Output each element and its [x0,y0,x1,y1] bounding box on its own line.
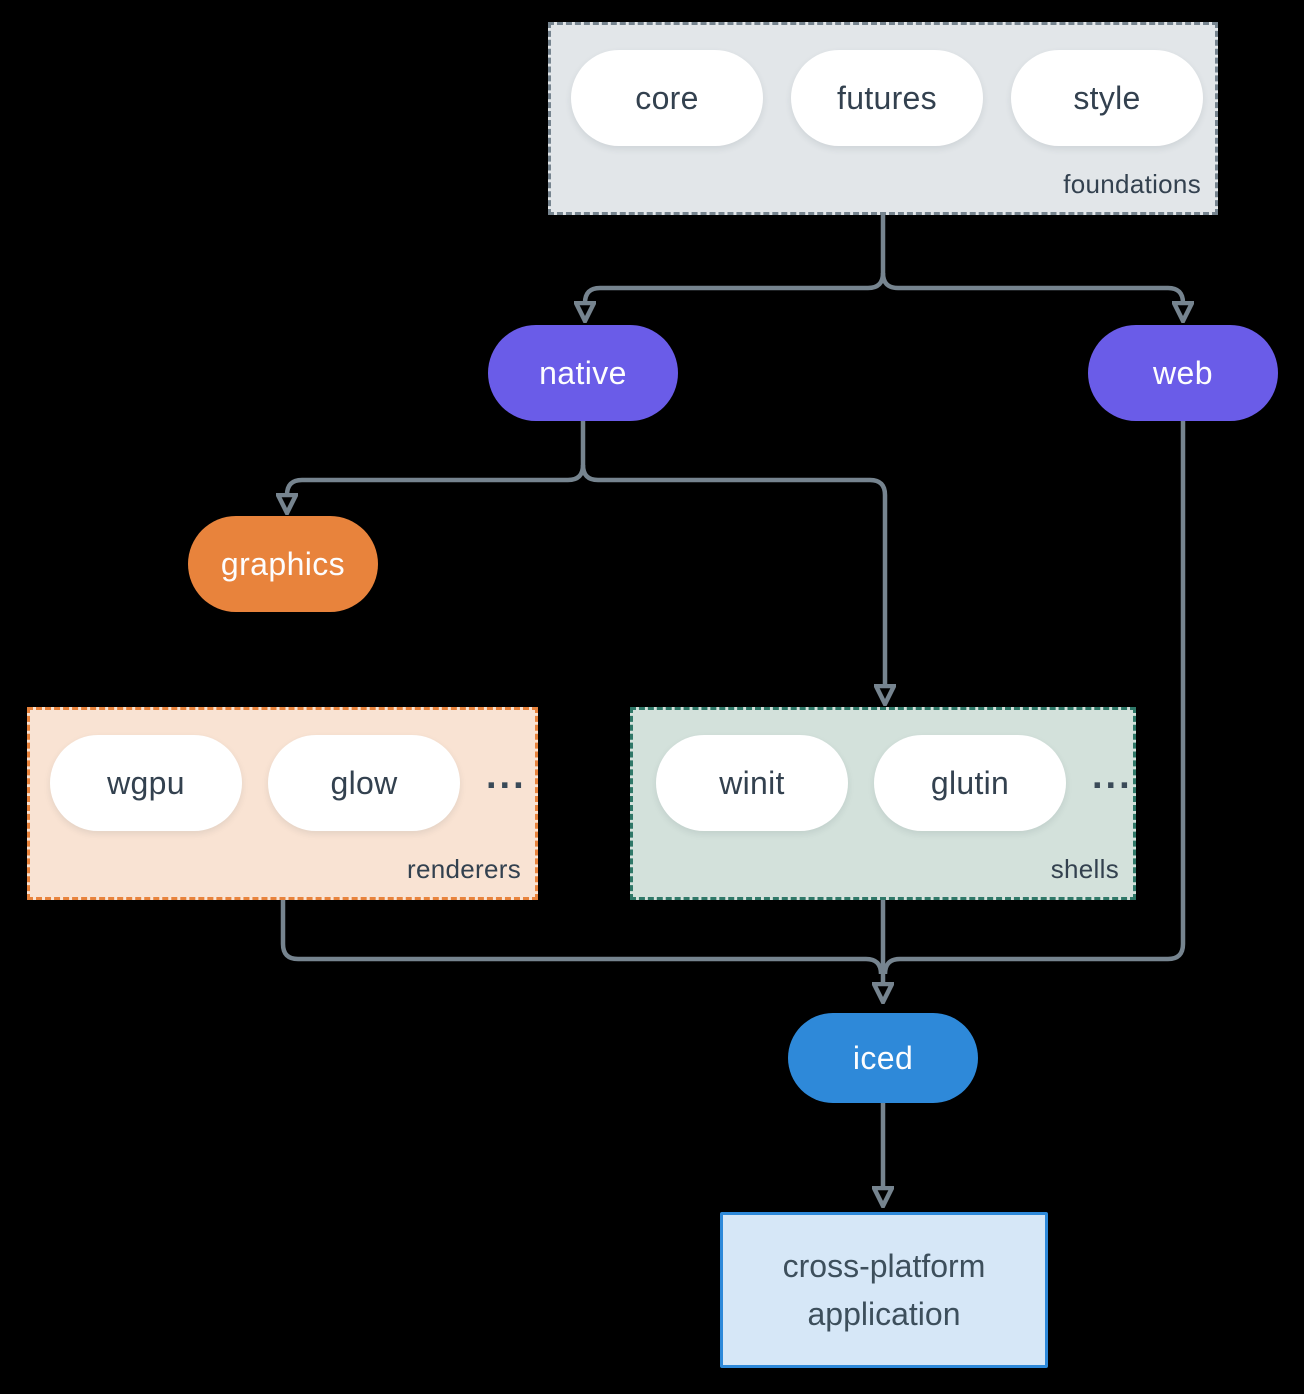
pill-winit: winit [656,735,848,831]
renderers-label: renderers [407,854,521,884]
foundations-group: core futures style foundations [548,22,1218,215]
renderers-ellipsis: ... [486,754,527,797]
pill-core: core [571,50,763,146]
edge-foundations-native [585,272,886,305]
shells-label: shells [1050,854,1119,884]
foundations-pill-row: core futures style [551,50,1203,146]
application-box: cross-platform application [720,1212,1048,1368]
edge-native-shells [580,464,885,688]
pill-style: style [1011,50,1203,146]
pill-glow: glow [268,735,460,831]
shells-ellipsis: ... [1092,754,1133,797]
renderers-group: wgpu glow ... renderers [27,707,538,900]
edge-native-graphics [287,464,586,497]
node-native: native [488,325,678,421]
shells-group: winit glutin ... shells [630,707,1136,900]
node-web: web [1088,325,1278,421]
pill-wgpu: wgpu [50,735,242,831]
pill-futures: futures [791,50,983,146]
edge-foundations-web [880,272,1183,305]
pill-glutin: glutin [874,735,1066,831]
renderers-pill-row: wgpu glow ... [30,735,527,831]
edge-renderers-merge [280,900,884,975]
node-graphics: graphics [188,516,378,612]
foundations-label: foundations [1063,169,1201,199]
shells-pill-row: winit glutin ... [636,735,1133,831]
node-iced: iced [788,1013,978,1103]
